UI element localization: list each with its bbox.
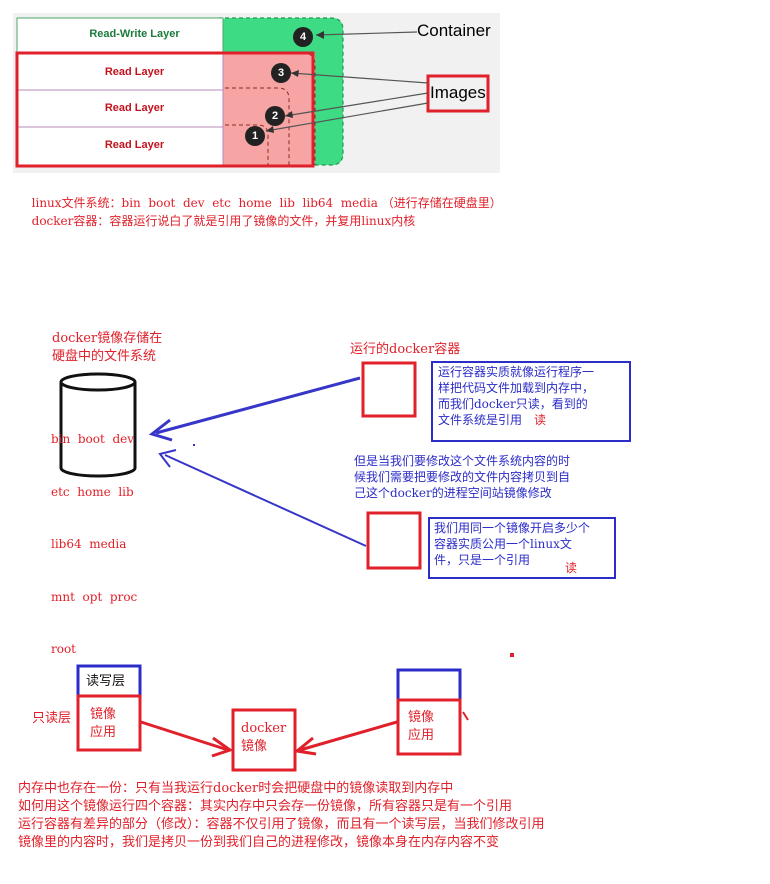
modify-note: 但是当我们要修改这个文件系统内容的时 候我们需要把要修改的文件内容拷贝到自 己这… [354,453,570,501]
container-box-1 [361,361,417,418]
container-label: Container [417,21,491,40]
readonly-layer-label: 只读层 [32,711,72,726]
note-box-2 [428,517,616,579]
modify-note-line: 己这个docker的进程空间站镜像修改 [354,486,552,500]
badge-4: 4 [293,27,313,47]
container-box-2 [366,511,422,570]
arrow-right-to-image [299,720,398,752]
left-image-app-line: 应用 [90,725,117,740]
memory-note-line: 运行容器有差异的部分（修改）：容器不仅引用了镜像，而且有一个读写层，当我们修改引… [18,817,545,832]
badge-2: 2 [265,106,285,126]
docker-image-label: docker 镜像 [241,720,286,756]
fs-dirs-row: mnt opt proc [51,589,138,604]
fs-dirs-row: lib64 media [51,537,127,551]
fs-dirs-row: etc home lib [51,484,134,499]
right-image-app: 镜像 应用 [408,709,434,745]
docker-image-box [231,708,297,772]
fs-dirs: bin boot dev etc home lib lib64 media mn… [51,396,137,676]
read-write-layer-box [16,17,224,54]
note-line: 文件系统是引用读 [438,412,630,428]
read-write-layer-label: Read-Write Layer [89,28,180,40]
note-box-1-text: 运行容器实质就像运行程序一 样把代码文件加载到内存中， 而我们docker只读，… [438,364,630,428]
reference-arrow-2 [164,454,367,547]
note-line: 件，只是一个引用 [434,552,614,568]
note-line: 容器实质公用一个linux文 [434,537,572,551]
read-layers-highlight [15,51,315,168]
fs-dirs-row: root [51,642,77,656]
right-image-app-line: 应用 [408,728,435,743]
badge-1: 1 [245,126,265,146]
note-line: 运行容器实质就像运行程序一 [438,365,595,379]
note-line: 样把代码文件加载到内存中， [438,381,595,395]
memory-notes: 内存中也存在一份：只有当我运行docker时会把硬盘中的镜像读取到内存中 如何用… [18,780,545,852]
note-line: 我们用同一个镜像开启多少个 [434,521,591,535]
left-image-layer [76,694,142,752]
left-image-app: 镜像 应用 [90,706,116,742]
disk-cylinder [59,372,137,392]
read-layer-label: Read Layer [104,139,165,151]
docker-container-note: docker容器：容器运行说白了就是引用了镜像的文件，并复用linux内核 [24,197,416,229]
note-box-1 [431,361,631,442]
modify-note-line: 但是当我们要修改这个文件系统内容的时 [354,454,571,468]
docker-container-note-text: docker容器：容器运行说白了就是引用了镜像的文件，并复用linux内核 [31,214,416,228]
right-image-app-line: 镜像 [408,710,435,725]
read-layer-label: Read Layer [104,66,165,78]
running-container-label: 运行的docker容器 [350,342,461,357]
memory-note-line: 如何用这个镜像运行四个容器：其实内存中只会存一份镜像，所有容器只是有一个引用 [18,799,513,814]
read-mark-1: 读 [534,413,547,427]
storage-title-line2: 硬盘中的文件系统 [52,349,157,364]
docker-image-label-line: 镜像 [241,739,268,754]
note-line-text: 件，只是一个引用 [434,553,531,567]
left-image-app-line: 镜像 [90,707,117,722]
note-line: 而我们docker只读，看到的 [438,397,588,411]
layers-diagram: Read-Write Layer Read Layer Read Layer R… [13,13,500,173]
reference-arrow-1 [155,376,361,435]
modify-note-line: 候我们需要把要修改的文件内容拷贝到自 [354,470,571,484]
memory-note-line: 镜像里的内容时，我们是拷贝一份到我们自己的进程修改，镜像本身在内存内容不变 [18,835,500,850]
rw-layer-label: 读写层 [86,674,126,689]
badge-3: 3 [271,63,291,83]
read-layer-label: Read Layer [104,102,165,114]
storage-title-line1: docker镜像存储在 [52,331,163,346]
right-image-layer [396,698,462,756]
linux-fs-note: linux文件系统：bin boot dev etc home lib lib6… [24,179,502,211]
read-mark-2: 读 [565,561,578,575]
memory-note-line: 内存中也存在一份：只有当我运行docker时会把硬盘中的镜像读取到内存中 [18,781,454,796]
storage-title: docker镜像存储在 硬盘中的文件系统 [52,330,162,366]
fs-dirs-row: bin boot dev [51,432,135,446]
arrow-left-to-image [140,720,229,752]
images-label: Images [430,83,486,102]
note-box-2-text: 我们用同一个镜像开启多少个 容器实质公用一个linux文 件，只是一个引用 [434,520,614,568]
memory-diagram-svg [76,653,514,772]
docker-image-label-line: docker [241,721,287,736]
note-line-text: 文件系统是引用 [438,413,523,427]
storage-diagram-svg [59,361,631,579]
linux-fs-note-text: linux文件系统：bin boot dev etc home lib lib6… [31,196,502,210]
